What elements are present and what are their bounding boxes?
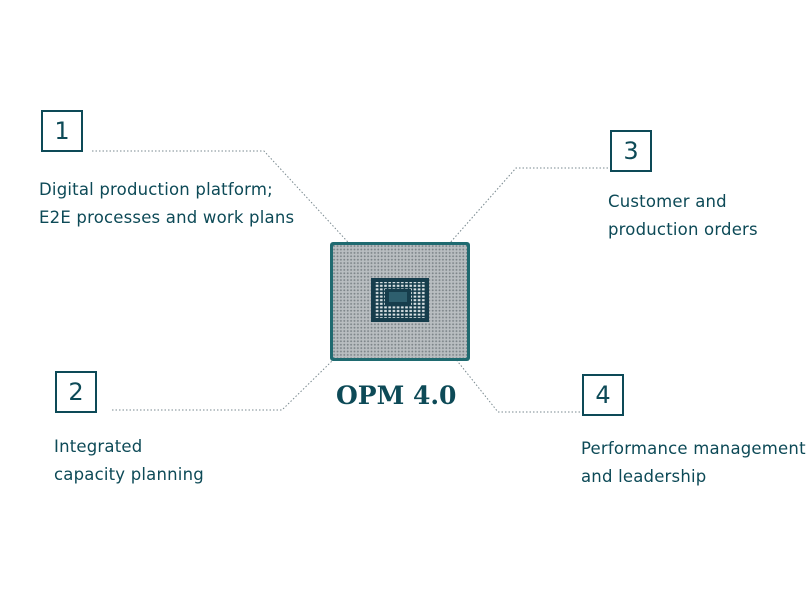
item-1-line-2: E2E processes and work plans [39, 208, 295, 227]
connector-2 [112, 312, 382, 411]
connector-3 [418, 167, 608, 279]
number-box-2: 2 [55, 371, 97, 413]
item-3-line-1: Customer and [608, 192, 727, 211]
item-2-line-1: Integrated [54, 437, 143, 456]
item-3-label: Customer and production orders [608, 188, 758, 244]
item-2-label: Integrated capacity planning [54, 433, 204, 489]
item-4-label: Performance management and leadership [581, 435, 806, 491]
connector-4 [418, 312, 580, 413]
number-box-3: 3 [610, 130, 652, 172]
number-box-4: 4 [582, 374, 624, 416]
item-1-label: Digital production platform; E2E process… [39, 176, 294, 232]
center-title: OPM 4.0 [336, 381, 457, 410]
number-box-1: 1 [41, 110, 83, 152]
connector-1 [92, 150, 382, 279]
item-4-line-1: Performance management [581, 439, 806, 458]
cpu-chip-icon [330, 242, 470, 361]
item-1-line-1: Digital production platform; [39, 180, 273, 199]
item-3-line-2: production orders [608, 220, 758, 239]
item-2-line-2: capacity planning [54, 465, 204, 484]
item-4-line-2: and leadership [581, 467, 707, 486]
